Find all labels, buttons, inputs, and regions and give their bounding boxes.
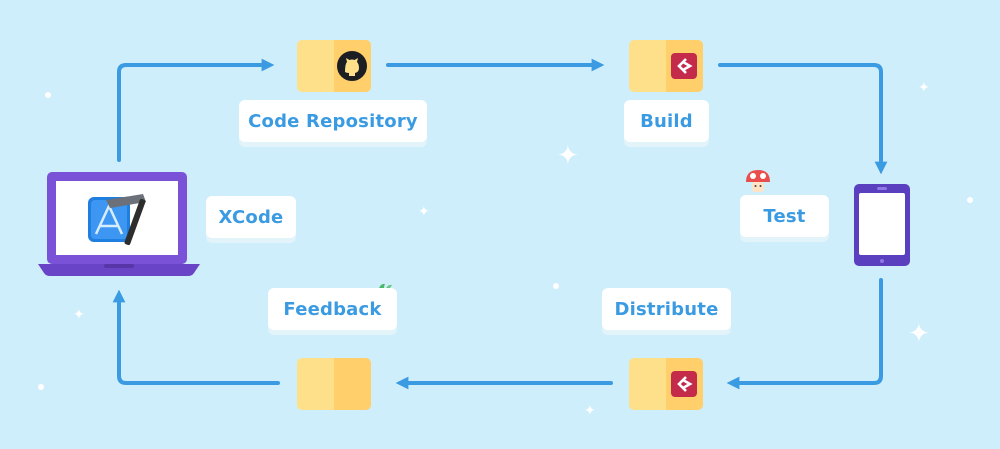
xcode-hammer-icon bbox=[88, 194, 146, 246]
distribute-label: Distribute bbox=[602, 288, 731, 330]
sparkle-icon: ✦ bbox=[908, 319, 930, 349]
visual-studio-appcenter-icon bbox=[671, 53, 697, 79]
feedback-label: Feedback bbox=[268, 288, 397, 330]
sparkle-icon: ✦ bbox=[557, 141, 579, 171]
laptop-icon bbox=[38, 172, 200, 276]
github-octocat-icon bbox=[337, 51, 367, 81]
sparkle-icon: ✦ bbox=[918, 80, 930, 96]
arrow-build-to-test bbox=[718, 63, 888, 175]
dot bbox=[38, 384, 44, 390]
distribute-tile bbox=[629, 358, 703, 410]
arrow-test-to-distribute bbox=[726, 278, 883, 390]
code-repository-label: Code Repository bbox=[239, 100, 427, 142]
dot bbox=[45, 92, 51, 98]
sparkle-icon: ✦ bbox=[73, 307, 85, 323]
sparkle-icon: ✦ bbox=[584, 403, 596, 419]
test-label: Test bbox=[740, 195, 829, 237]
build-label: Build bbox=[624, 100, 709, 142]
visual-studio-appcenter-icon bbox=[671, 371, 697, 397]
sparkle-icon: ✦ bbox=[418, 204, 430, 220]
mushroom-icon bbox=[746, 170, 770, 192]
dot bbox=[967, 197, 973, 203]
arrow-feedback-to-xcode bbox=[112, 289, 280, 385]
tablet-icon bbox=[854, 184, 910, 266]
build-tile bbox=[629, 40, 703, 92]
feedback-tile bbox=[297, 358, 371, 410]
code-repository-tile bbox=[297, 40, 371, 92]
xcode-label: XCode bbox=[206, 196, 296, 238]
arrow-xcode-to-repo bbox=[117, 58, 275, 162]
dot bbox=[553, 283, 559, 289]
